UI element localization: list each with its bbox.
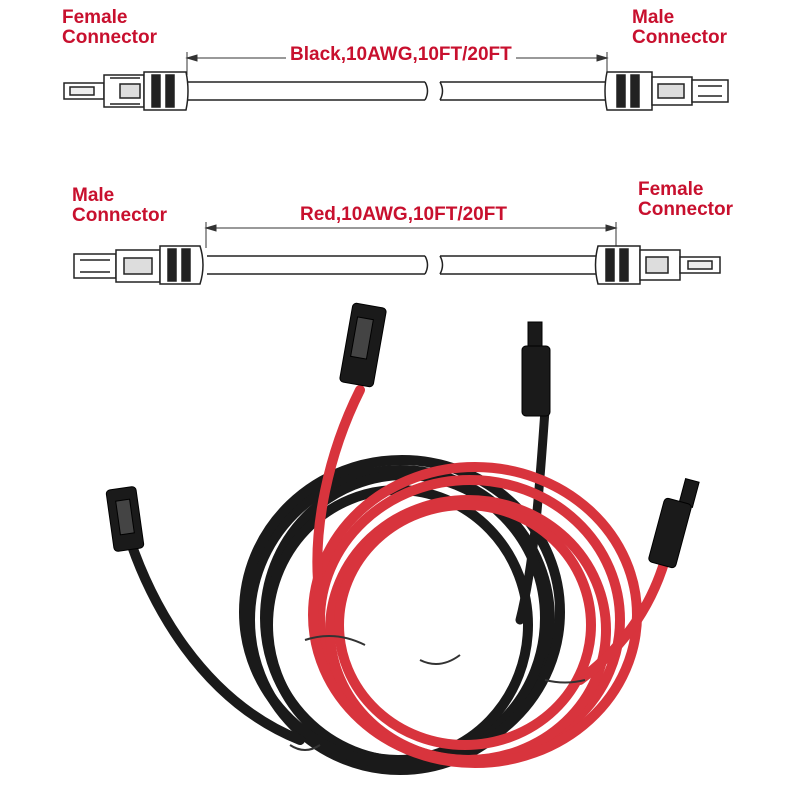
cable-body-top — [188, 81, 607, 101]
red-cable-spec: Red,10AWG,10FT/20FT — [296, 204, 511, 226]
male-connector-drawing-mid — [73, 245, 204, 285]
cable-body-mid — [207, 255, 598, 275]
black-cable-diagram — [63, 52, 729, 111]
red-cable-diagram — [73, 222, 721, 285]
black-cable-female-plug — [105, 486, 145, 552]
black-cable-spec: Black,10AWG,10FT/20FT — [286, 44, 516, 66]
black-cable-coil — [125, 405, 565, 775]
male-connector-drawing-top — [604, 71, 729, 111]
male-connector-label-mid: Male Connector — [72, 185, 167, 226]
red-cable-coil — [308, 385, 670, 768]
twist-ties — [289, 635, 586, 751]
female-connector-label-mid: Female Connector — [638, 179, 733, 220]
male-connector-label-top: Male Connector — [632, 7, 727, 48]
black-cable-male-plug — [521, 321, 551, 417]
dimension-line-mid — [204, 222, 618, 248]
red-cable-male-plug — [648, 478, 700, 569]
red-cable-female-plug — [339, 302, 387, 388]
female-connector-drawing-top — [63, 71, 189, 111]
female-connector-label-top: Female Connector — [62, 7, 157, 48]
female-connector-drawing-mid — [594, 245, 721, 285]
